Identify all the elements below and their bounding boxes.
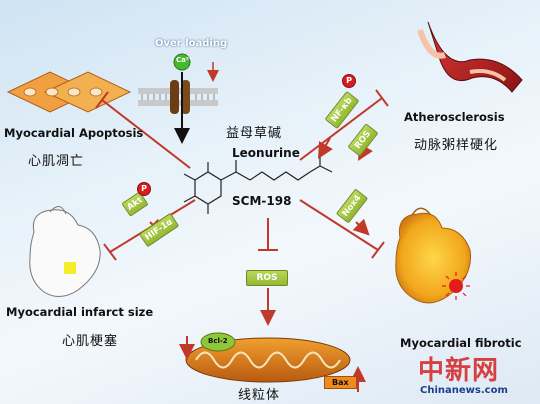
nfkb-phospho-dot: P <box>342 74 356 88</box>
bax-label: Bax <box>324 376 357 389</box>
atherosclerosis-zh: 动脉粥样硬化 <box>414 138 499 153</box>
myocardial-fibrotic-label: Myocardial fibrotic <box>400 336 522 350</box>
akt-phospho-dot: P <box>137 182 151 196</box>
membrane-calcium-channel <box>138 53 219 144</box>
myocardial-infarct-zh: 心肌梗塞 <box>62 334 119 349</box>
mitochondria-zh-label: 线粒体 <box>238 388 281 403</box>
ros-center-box: ROS <box>246 270 288 286</box>
over-loading-label: Over loading <box>155 38 228 49</box>
artery-illustration <box>417 21 523 93</box>
myocardial-apoptosis-zh: 心肌凋亡 <box>28 154 85 169</box>
yellow-heart-illustration <box>395 207 472 304</box>
chinanews-watermark: 中新网 <box>418 356 500 386</box>
chinanews-url: Chinanews.com <box>420 385 508 396</box>
leonurine-structure <box>183 154 333 214</box>
bcl2-label: Bcl-2 <box>208 337 228 345</box>
mitochondrion-illustration <box>185 332 351 383</box>
myocardial-cells-illustration <box>6 71 132 113</box>
myocardial-infarct-label: Myocardial infarct size <box>6 305 154 319</box>
myocardial-apoptosis-label: Myocardial Apoptosis <box>4 126 144 140</box>
leonurine-en-name: Leonurine <box>232 146 300 160</box>
outline-heart-illustration <box>29 206 101 297</box>
leonurine-zh-name: 益母草碱 <box>226 126 283 141</box>
atherosclerosis-label: Atherosclerosis <box>404 110 505 124</box>
calcium-label: Ca²⁺ <box>176 56 193 64</box>
scm-198-label: SCM-198 <box>232 194 292 208</box>
pathway-lines <box>95 89 389 392</box>
